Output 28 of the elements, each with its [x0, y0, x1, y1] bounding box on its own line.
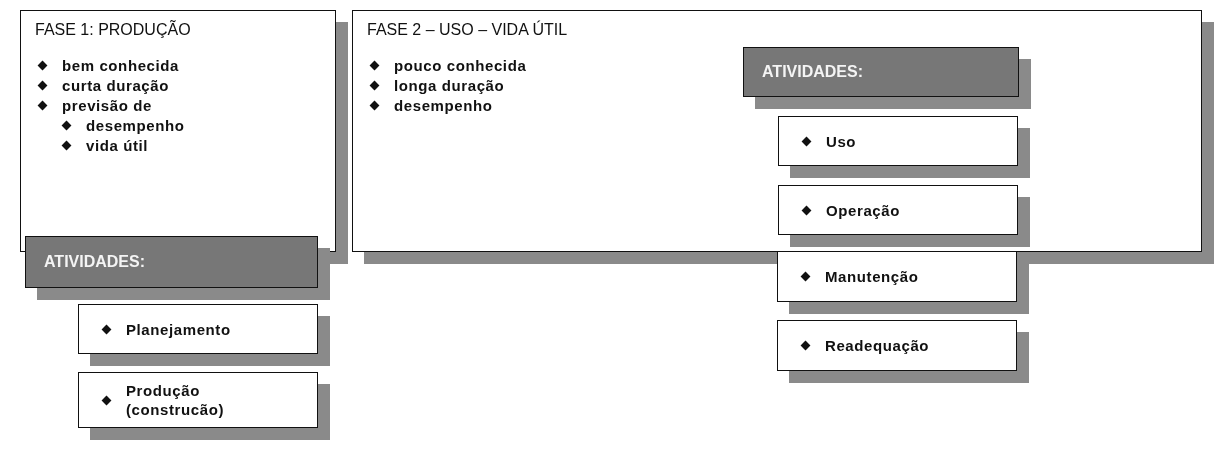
header-box — [743, 47, 1019, 97]
phase-box — [352, 10, 1202, 252]
activity-box — [78, 304, 318, 354]
section-heading: ATIVIDADES: — [762, 63, 864, 81]
activity-box — [777, 320, 1017, 371]
list-item: pouco conhecida — [394, 56, 527, 74]
list-item: Operação — [826, 200, 901, 220]
list-item: curta duração — [62, 76, 169, 94]
activity-box — [78, 372, 318, 428]
list-item: desempenho — [394, 96, 493, 114]
activity-box — [777, 251, 1017, 302]
list-item: bem conhecida — [62, 56, 179, 74]
list-item: Produção (construcão) — [126, 381, 226, 419]
phase-title: FASE 1: PRODUÇÃO — [35, 21, 192, 39]
activity-box — [778, 185, 1018, 235]
list-item: Manutenção — [825, 267, 920, 286]
header-box — [25, 236, 318, 288]
phase-box — [20, 10, 336, 252]
activity-box — [778, 116, 1018, 166]
list-item: longa duração — [394, 76, 505, 94]
phase-title: FASE 2 – USO – VIDA ÚTIL — [367, 21, 569, 39]
list-item: Uso — [826, 131, 858, 151]
list-item: previsão de — [62, 96, 152, 114]
list-item: Readequação — [825, 336, 931, 355]
list-item: Planejamento — [126, 319, 232, 339]
list-item: vida útil — [86, 136, 149, 154]
list-item: desempenho — [86, 116, 185, 134]
section-heading: ATIVIDADES: — [44, 253, 146, 271]
